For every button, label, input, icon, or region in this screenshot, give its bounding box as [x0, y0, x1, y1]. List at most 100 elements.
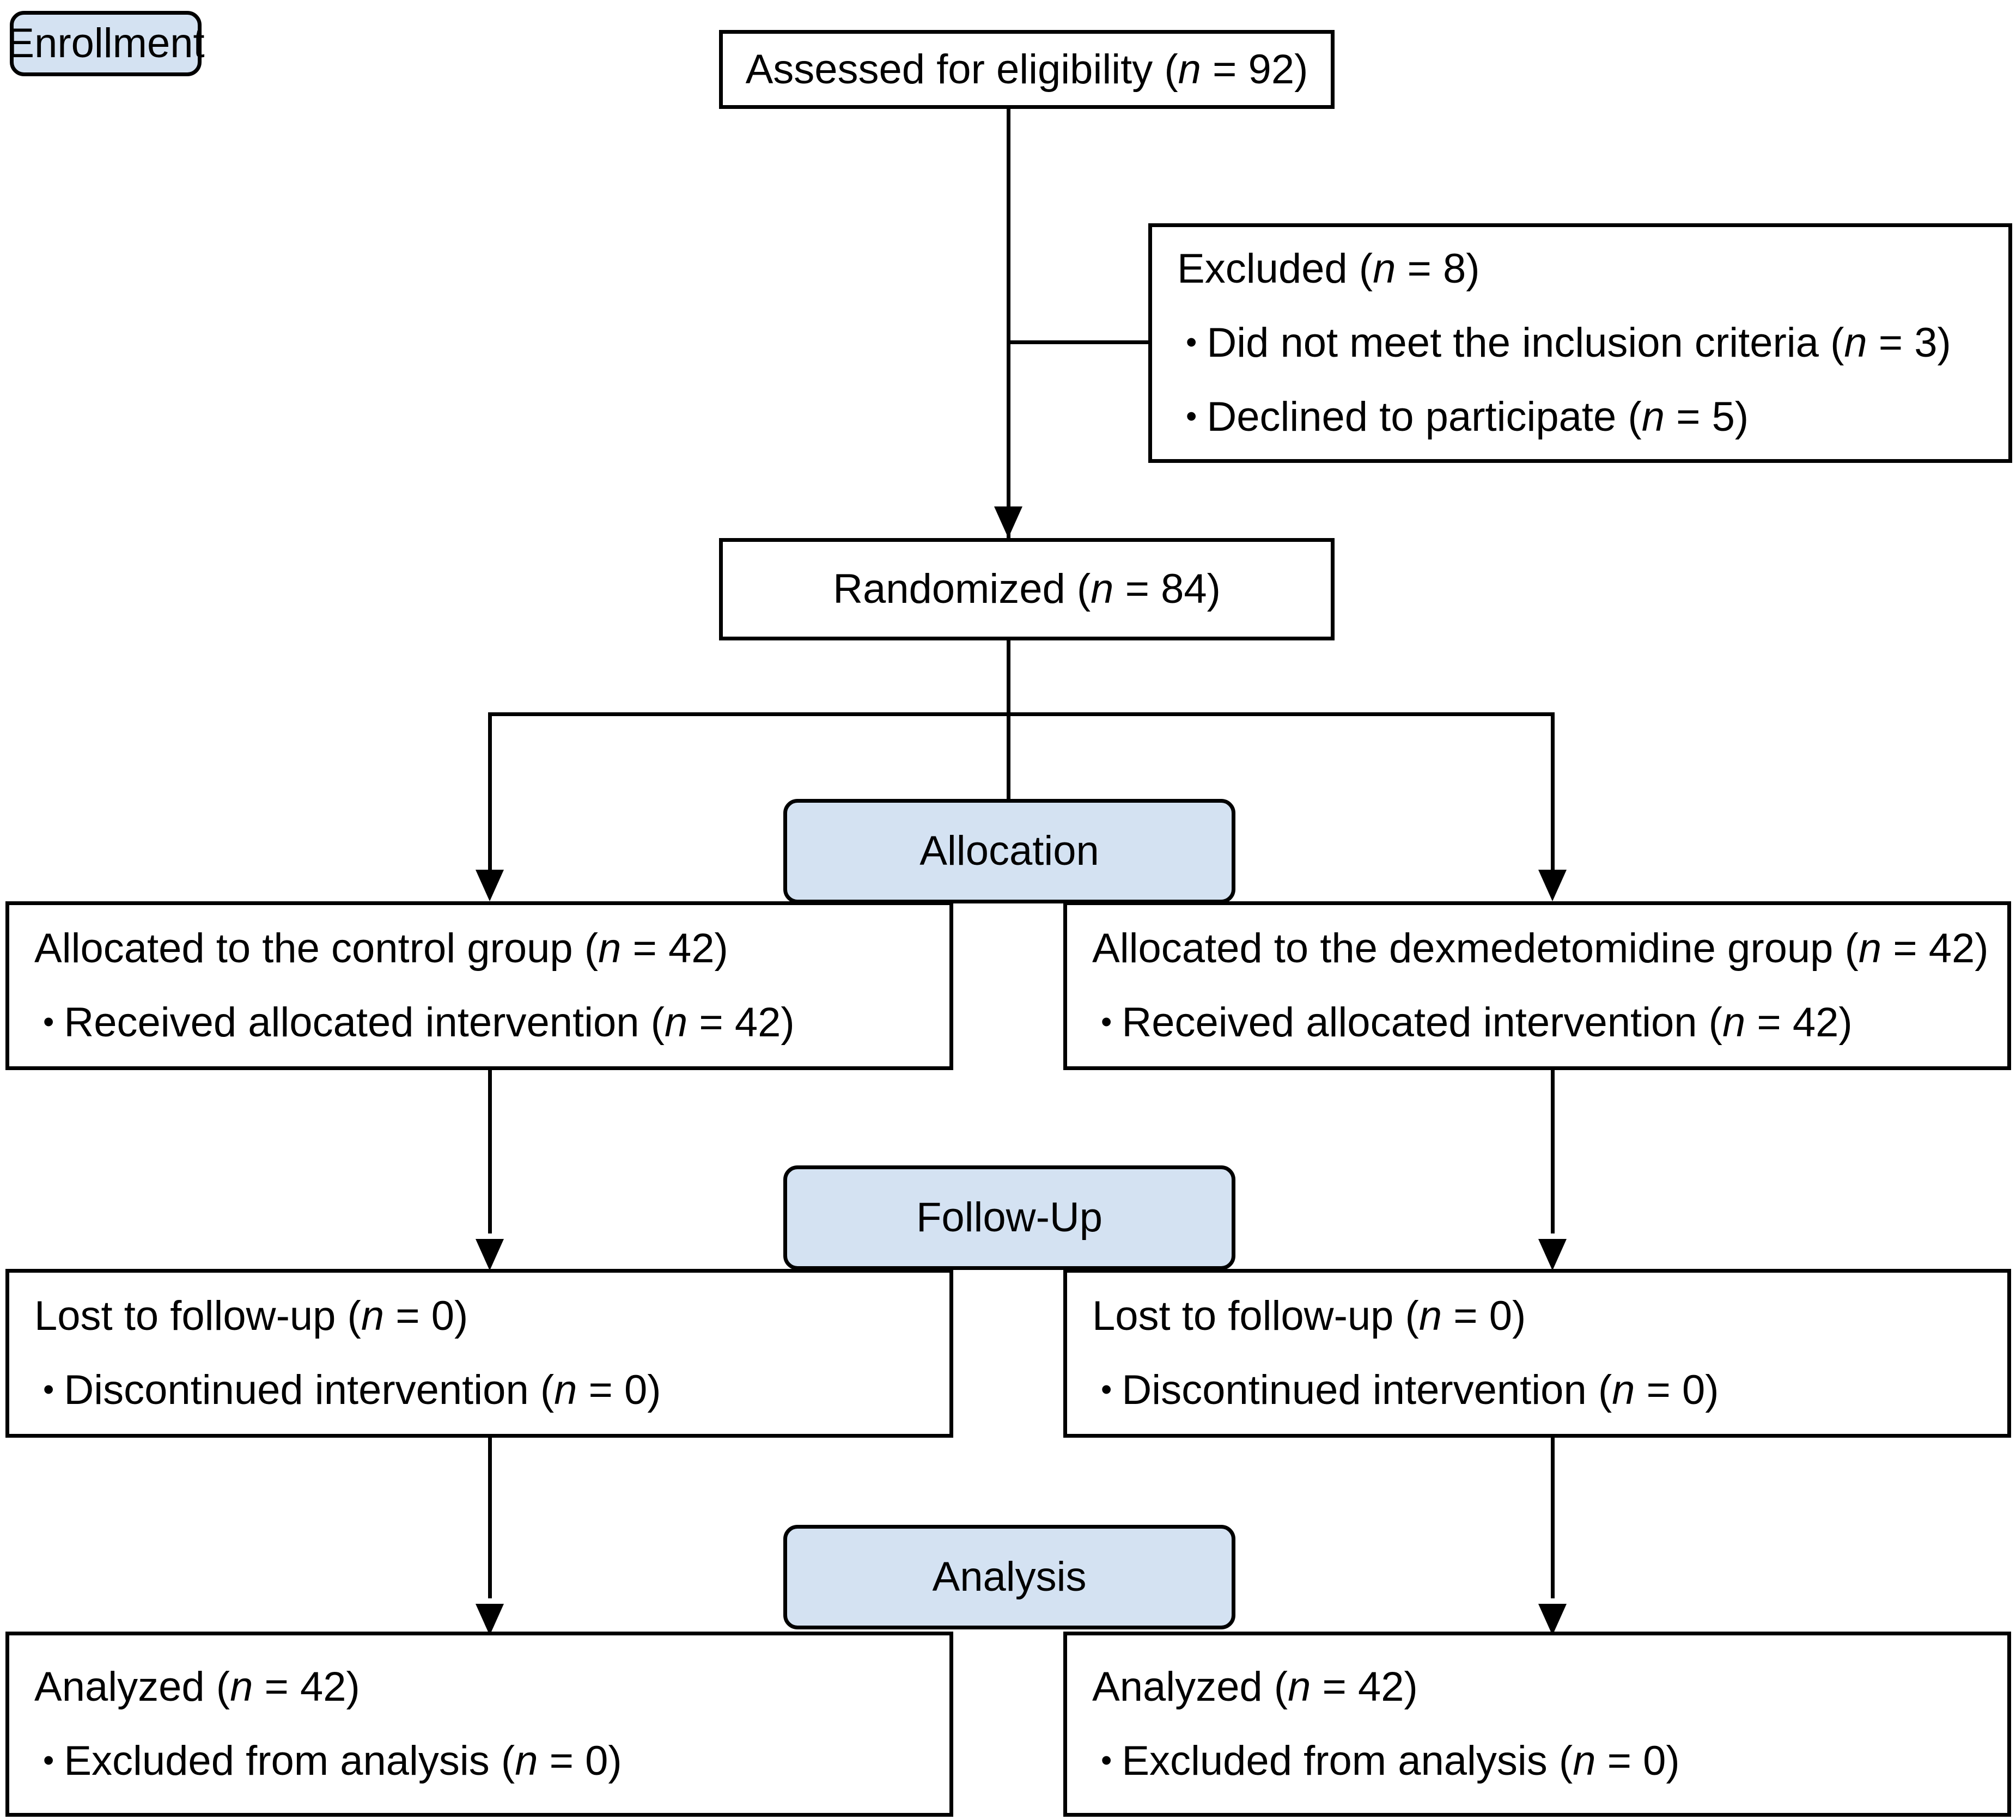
node-allocated-control-heading: Allocated to the control group (n = 42)	[9, 924, 949, 973]
node-excluded-bullet-0: • Did not meet the inclusion criteria (n…	[1152, 319, 2008, 368]
excluded-n-symbol: n	[1373, 246, 1396, 292]
stage-badge-analysis: Analysis	[783, 1525, 1235, 1629]
node-followup-control-bullet-0: • Discontinued intervention (n = 0)	[9, 1366, 949, 1415]
node-excluded-bullet-1: • Declined to participate (n = 5)	[1152, 393, 2008, 442]
fu-dex-b0-suffix: = 0)	[1635, 1367, 1719, 1413]
bullet-icon: •	[43, 1743, 54, 1778]
connector-allocation-left-drop	[488, 712, 492, 892]
node-followup-control: Lost to follow-up (n = 0) • Discontinued…	[5, 1269, 953, 1438]
excl-b0-n-symbol: n	[1844, 320, 1867, 367]
alloc-ctrl-n-symbol: n	[598, 925, 622, 972]
node-followup-dex-bullet-0: • Discontinued intervention (n = 0)	[1067, 1366, 2007, 1415]
bullet-icon: •	[43, 1372, 54, 1407]
fu-ctrl-b0-n-symbol: n	[554, 1367, 577, 1413]
arrowhead-analyzed-control	[476, 1604, 504, 1635]
node-allocated-control-bullet-0: • Received allocated intervention (n = 4…	[9, 998, 949, 1047]
alloc-dex-prefix: Allocated to the dexmedetomidine group (	[1092, 925, 1859, 972]
fu-dex-n-symbol: n	[1418, 1293, 1442, 1340]
node-followup-dexmedetomidine: Lost to follow-up (n = 0) • Discontinued…	[1063, 1269, 2011, 1438]
alloc-ctrl-b0-suffix: = 42)	[687, 999, 795, 1046]
an-dex-prefix: Analyzed (	[1092, 1664, 1288, 1711]
arrowhead-followup-dex	[1538, 1239, 1567, 1271]
alloc-dex-b0-suffix: = 42)	[1745, 999, 1853, 1046]
fu-ctrl-prefix: Lost to follow-up (	[34, 1293, 361, 1340]
node-assessed-text: Assessed for eligibility (n = 92)	[746, 45, 1308, 94]
node-excluded: Excluded (n = 8) • Did not meet the incl…	[1148, 223, 2012, 463]
excluded-prefix: Excluded (	[1177, 246, 1373, 292]
node-analyzed-control-bullet-0: • Excluded from analysis (n = 0)	[9, 1737, 949, 1786]
node-analyzed-control-heading: Analyzed (n = 42)	[9, 1663, 949, 1712]
an-ctrl-n-symbol: n	[230, 1664, 253, 1711]
assessed-n-symbol: n	[1178, 46, 1201, 93]
an-ctrl-b0-n-symbol: n	[515, 1738, 538, 1784]
fu-ctrl-b0-prefix: Discontinued intervention (	[64, 1367, 555, 1413]
node-assessed-for-eligibility: Assessed for eligibility (n = 92)	[719, 30, 1335, 109]
excl-b1-suffix: = 5)	[1665, 393, 1749, 440]
excl-b1-n-symbol: n	[1641, 393, 1665, 440]
node-allocated-control: Allocated to the control group (n = 42) …	[5, 901, 953, 1070]
assessed-prefix: Assessed for eligibility (	[745, 46, 1178, 93]
stage-badge-enrollment-label: Enrollment	[7, 20, 205, 66]
fu-ctrl-suffix: = 0)	[384, 1293, 468, 1340]
bullet-icon: •	[1101, 1004, 1112, 1040]
node-analyzed-dexmedetomidine: Analyzed (n = 42) • Excluded from analys…	[1063, 1632, 2011, 1817]
node-allocated-dex-bullet-0: • Received allocated intervention (n = 4…	[1067, 998, 2007, 1047]
an-ctrl-b0-prefix: Excluded from analysis (	[64, 1738, 515, 1784]
alloc-ctrl-b0-n-symbol: n	[664, 999, 688, 1046]
node-analyzed-dex-bullet-0: • Excluded from analysis (n = 0)	[1067, 1737, 2007, 1786]
connector-control-followup-to-analysis	[488, 1438, 492, 1598]
bullet-icon: •	[43, 1004, 54, 1040]
node-followup-dex-bullet-0-text: Discontinued intervention (n = 0)	[1122, 1366, 1719, 1415]
alloc-dex-suffix: = 42)	[1881, 925, 1989, 972]
connector-assessed-to-randomized	[1007, 109, 1010, 539]
randomized-prefix: Randomized (	[833, 566, 1091, 613]
node-followup-dex-heading: Lost to follow-up (n = 0)	[1067, 1292, 2007, 1341]
node-excluded-bullet-1-text: Declined to participate (n = 5)	[1207, 393, 1749, 442]
arrowhead-analyzed-dex	[1538, 1604, 1567, 1635]
node-allocated-dexmedetomidine: Allocated to the dexmedetomidine group (…	[1063, 901, 2011, 1070]
an-dex-suffix: = 42)	[1311, 1664, 1418, 1711]
fu-dex-b0-prefix: Discontinued intervention (	[1122, 1367, 1612, 1413]
node-followup-control-heading: Lost to follow-up (n = 0)	[9, 1292, 949, 1341]
node-analyzed-control-bullet-0-text: Excluded from analysis (n = 0)	[64, 1737, 622, 1786]
node-randomized: Randomized (n = 84)	[719, 538, 1335, 640]
an-ctrl-prefix: Analyzed (	[34, 1664, 230, 1711]
alloc-dex-b0-prefix: Received allocated intervention (	[1122, 999, 1722, 1046]
bullet-icon: •	[1186, 325, 1197, 361]
fu-dex-b0-n-symbol: n	[1612, 1367, 1635, 1413]
connector-allocation-right-drop	[1551, 712, 1555, 892]
stage-badge-followup-label: Follow-Up	[916, 1194, 1103, 1241]
excl-b0-prefix: Did not meet the inclusion criteria (	[1207, 320, 1844, 367]
an-dex-b0-n-symbol: n	[1573, 1738, 1596, 1784]
randomized-suffix: = 84)	[1113, 566, 1221, 613]
connector-assessed-to-excluded	[1007, 340, 1150, 344]
node-allocated-dex-heading: Allocated to the dexmedetomidine group (…	[1067, 924, 2007, 973]
an-dex-b0-suffix: = 0)	[1595, 1738, 1680, 1784]
excl-b0-suffix: = 3)	[1867, 320, 1951, 367]
alloc-ctrl-prefix: Allocated to the control group (	[34, 925, 599, 972]
an-ctrl-suffix: = 42)	[253, 1664, 360, 1711]
connector-allocation-split-bar	[488, 712, 1555, 716]
connector-dex-alloc-to-followup	[1551, 1070, 1555, 1233]
fu-ctrl-n-symbol: n	[361, 1293, 385, 1340]
node-allocated-control-bullet-0-text: Received allocated intervention (n = 42)	[64, 998, 794, 1047]
arrowhead-allocated-dex	[1538, 870, 1567, 901]
stage-badge-enrollment: Enrollment	[7, 11, 205, 76]
alloc-ctrl-suffix: = 42)	[621, 925, 728, 972]
node-followup-control-bullet-0-text: Discontinued intervention (n = 0)	[64, 1366, 661, 1415]
an-dex-n-symbol: n	[1288, 1664, 1311, 1711]
connector-dex-followup-to-analysis	[1551, 1438, 1555, 1598]
alloc-ctrl-b0-prefix: Received allocated intervention (	[64, 999, 665, 1046]
arrowhead-allocated-control	[476, 870, 504, 901]
an-ctrl-b0-suffix: = 0)	[538, 1738, 622, 1784]
assessed-suffix: = 92)	[1201, 46, 1308, 93]
stage-badge-allocation: Allocation	[783, 799, 1235, 903]
node-excluded-bullet-0-text: Did not meet the inclusion criteria (n =…	[1207, 319, 1951, 368]
connector-control-alloc-to-followup	[488, 1070, 492, 1233]
alloc-dex-n-symbol: n	[1858, 925, 1882, 972]
excl-b1-prefix: Declined to participate (	[1207, 393, 1642, 440]
connector-randomized-stem	[1007, 640, 1010, 880]
node-excluded-heading: Excluded (n = 8)	[1152, 245, 2008, 294]
alloc-dex-b0-n-symbol: n	[1722, 999, 1746, 1046]
